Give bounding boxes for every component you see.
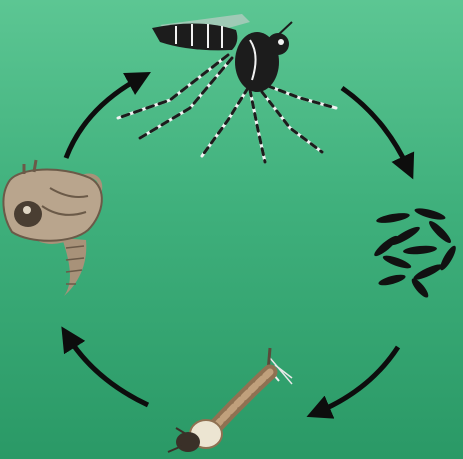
arrow-adult-to-eggs bbox=[342, 88, 408, 168]
adult-mosquito-icon bbox=[118, 14, 336, 162]
larva-icon bbox=[168, 348, 292, 452]
pupa-icon bbox=[3, 160, 101, 296]
arrow-pupa-to-adult bbox=[66, 78, 140, 158]
arrow-larva-to-pupa bbox=[68, 337, 148, 405]
arrow-eggs-to-larva bbox=[318, 347, 398, 412]
eggs-icon bbox=[372, 206, 459, 300]
